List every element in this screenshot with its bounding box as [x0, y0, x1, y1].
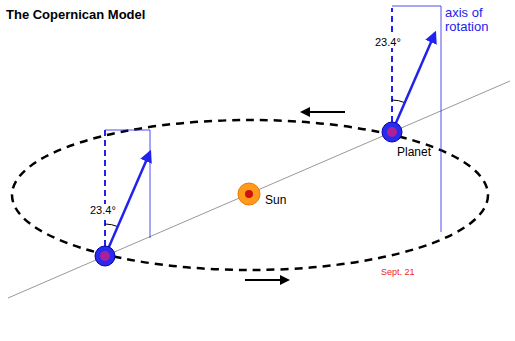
ecliptic-line: [8, 81, 510, 298]
sun-label: Sun: [265, 194, 286, 207]
direction-arrow: [302, 111, 345, 113]
sun-core: [245, 190, 253, 198]
planet-symbol: [95, 246, 115, 266]
angle-arc: [392, 100, 405, 103]
orbit-ellipse: [12, 120, 488, 270]
planet-symbol: [382, 122, 402, 142]
frame-line: [105, 130, 150, 238]
planet-label: Planet: [397, 146, 431, 159]
sun-symbol: [238, 183, 260, 205]
axis-label: axis of rotation: [445, 6, 507, 35]
planet-core: [100, 251, 110, 261]
angle-label: 23.4°: [374, 36, 402, 48]
vertical-dashed: [391, 8, 393, 132]
planet-core: [387, 127, 397, 137]
title: The Copernican Model: [6, 8, 145, 22]
vertical-dashed: [104, 130, 106, 256]
angle-arc: [105, 224, 118, 227]
direction-arrow: [245, 279, 288, 281]
angle-label: 23.4°: [89, 204, 117, 216]
date-label: Sept. 21: [381, 268, 415, 278]
